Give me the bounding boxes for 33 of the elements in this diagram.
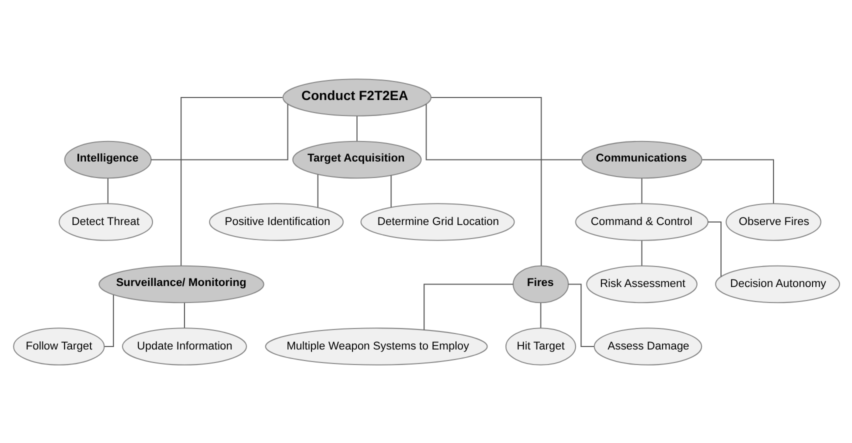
connector — [183, 302, 184, 328]
node-ellipse: Determine Grid Location — [360, 202, 514, 240]
connector — [104, 294, 114, 347]
node-ellipse: Observe Fires — [725, 202, 821, 240]
connector — [390, 174, 392, 207]
node-ellipse: Communications — [580, 140, 702, 178]
node-ellipse: Positive Identification — [208, 202, 344, 240]
node-ellipse: Command & Control — [574, 202, 708, 240]
connector — [640, 178, 642, 203]
node-ellipse: Update Information — [121, 327, 246, 365]
node-ellipse: Risk Assessment — [586, 264, 697, 303]
node-ellipse: Conduct F2T2EA — [282, 78, 432, 116]
connector — [430, 96, 542, 266]
node-ellipse: Intelligence — [64, 140, 152, 178]
node-ellipse: Follow Target — [12, 327, 104, 365]
connector — [425, 104, 581, 160]
node-ellipse: Detect Threat — [58, 202, 153, 240]
connector — [423, 283, 513, 330]
node-ellipse: Multiple Weapon Systems to Employ — [264, 327, 488, 365]
node-ellipse: Target Acquisition — [292, 140, 422, 178]
connector — [150, 104, 288, 160]
connector — [540, 302, 541, 328]
node-ellipse: Decision Autonomy — [714, 264, 840, 303]
connector — [106, 178, 108, 203]
connector — [640, 240, 642, 266]
connector — [356, 116, 357, 141]
node-ellipse: Fires — [512, 264, 568, 303]
connector — [702, 158, 774, 203]
node-ellipse: Surveillance/ Monitoring — [98, 264, 264, 303]
node-ellipse: Hit Target — [504, 327, 576, 365]
connector — [316, 174, 318, 207]
connector — [180, 96, 282, 266]
node-ellipse: Assess Damage — [593, 327, 702, 365]
